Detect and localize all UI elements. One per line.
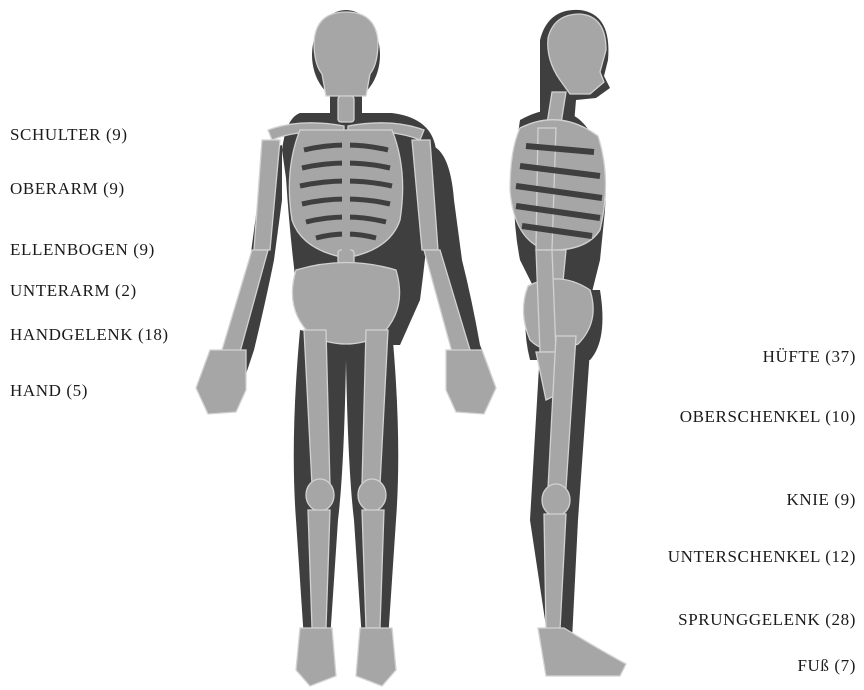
side-figure — [510, 10, 626, 676]
front-figure — [196, 10, 496, 686]
